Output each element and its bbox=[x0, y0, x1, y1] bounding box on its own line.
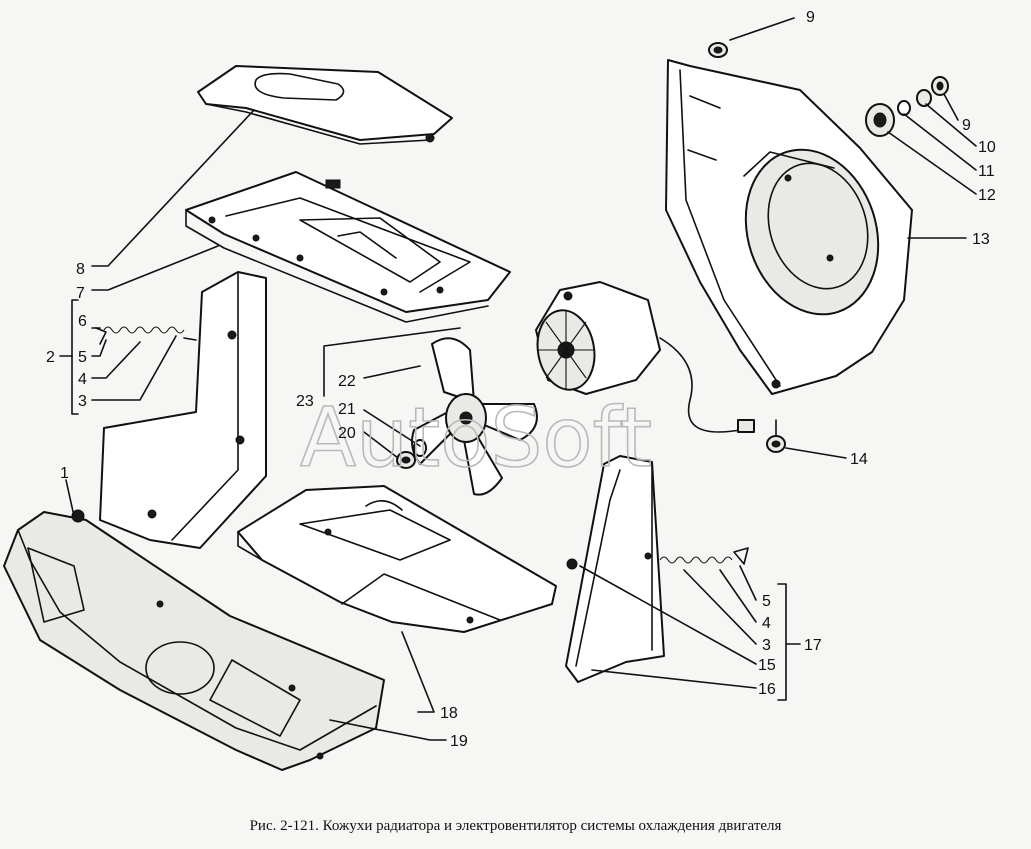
figure-caption: Рис. 2-121. Кожухи радиатора и электрове… bbox=[249, 818, 782, 834]
callout-13: 13 bbox=[972, 231, 990, 248]
parts-9-12-fasteners bbox=[708, 42, 949, 137]
callout-21: 21 bbox=[338, 401, 356, 418]
callout-12: 12 bbox=[978, 187, 996, 204]
callout-9-right: 9 bbox=[962, 117, 971, 134]
part-13-fan-housing bbox=[665, 59, 913, 395]
callout-14: 14 bbox=[850, 451, 868, 468]
part-3-5-spring-screw-left bbox=[95, 326, 197, 345]
leader-lines bbox=[59, 17, 977, 741]
callout-5-right: 5 bbox=[762, 593, 771, 610]
callout-8: 8 bbox=[76, 261, 85, 278]
callout-10: 10 bbox=[978, 139, 996, 156]
part-18-lower-shroud bbox=[237, 485, 557, 633]
callout-1: 1 bbox=[60, 465, 69, 482]
callout-19: 19 bbox=[450, 733, 468, 750]
part-electric-motor bbox=[535, 281, 755, 433]
callout-2: 2 bbox=[46, 349, 55, 366]
callout-23: 23 bbox=[296, 393, 314, 410]
callout-11: 11 bbox=[978, 163, 995, 180]
callout-3-right: 3 bbox=[762, 637, 771, 654]
part-19-front-shroud bbox=[3, 509, 385, 771]
part-16-right-side-panel bbox=[565, 455, 665, 683]
callout-20: 20 bbox=[338, 425, 356, 442]
part-8-top-cover bbox=[197, 65, 453, 145]
watermark: AutoSoft bbox=[300, 391, 652, 486]
callout-17: 17 bbox=[804, 637, 822, 654]
part-3-5-spring-screw-right bbox=[659, 547, 749, 565]
callout-9-top: 9 bbox=[806, 9, 815, 26]
callout-15: 15 bbox=[758, 657, 776, 674]
callout-4-right: 4 bbox=[762, 615, 771, 632]
callout-22: 22 bbox=[338, 373, 356, 390]
callout-18: 18 bbox=[440, 705, 458, 722]
part-fan-impeller bbox=[411, 337, 538, 496]
part-7-upper-shroud bbox=[185, 171, 511, 323]
callout-16: 16 bbox=[758, 681, 776, 698]
part-6-left-side-panel bbox=[99, 271, 267, 549]
callout-4-left: 4 bbox=[78, 371, 87, 388]
callout-3-left: 3 bbox=[78, 393, 87, 410]
callout-7: 7 bbox=[76, 285, 85, 302]
callout-labels: 8 7 6 2 5 4 3 1 18 19 23 22 21 20 9 9 10… bbox=[46, 9, 996, 750]
callout-5-left: 5 bbox=[78, 349, 87, 366]
callout-6: 6 bbox=[78, 313, 87, 330]
part-14-grommet bbox=[766, 435, 786, 453]
